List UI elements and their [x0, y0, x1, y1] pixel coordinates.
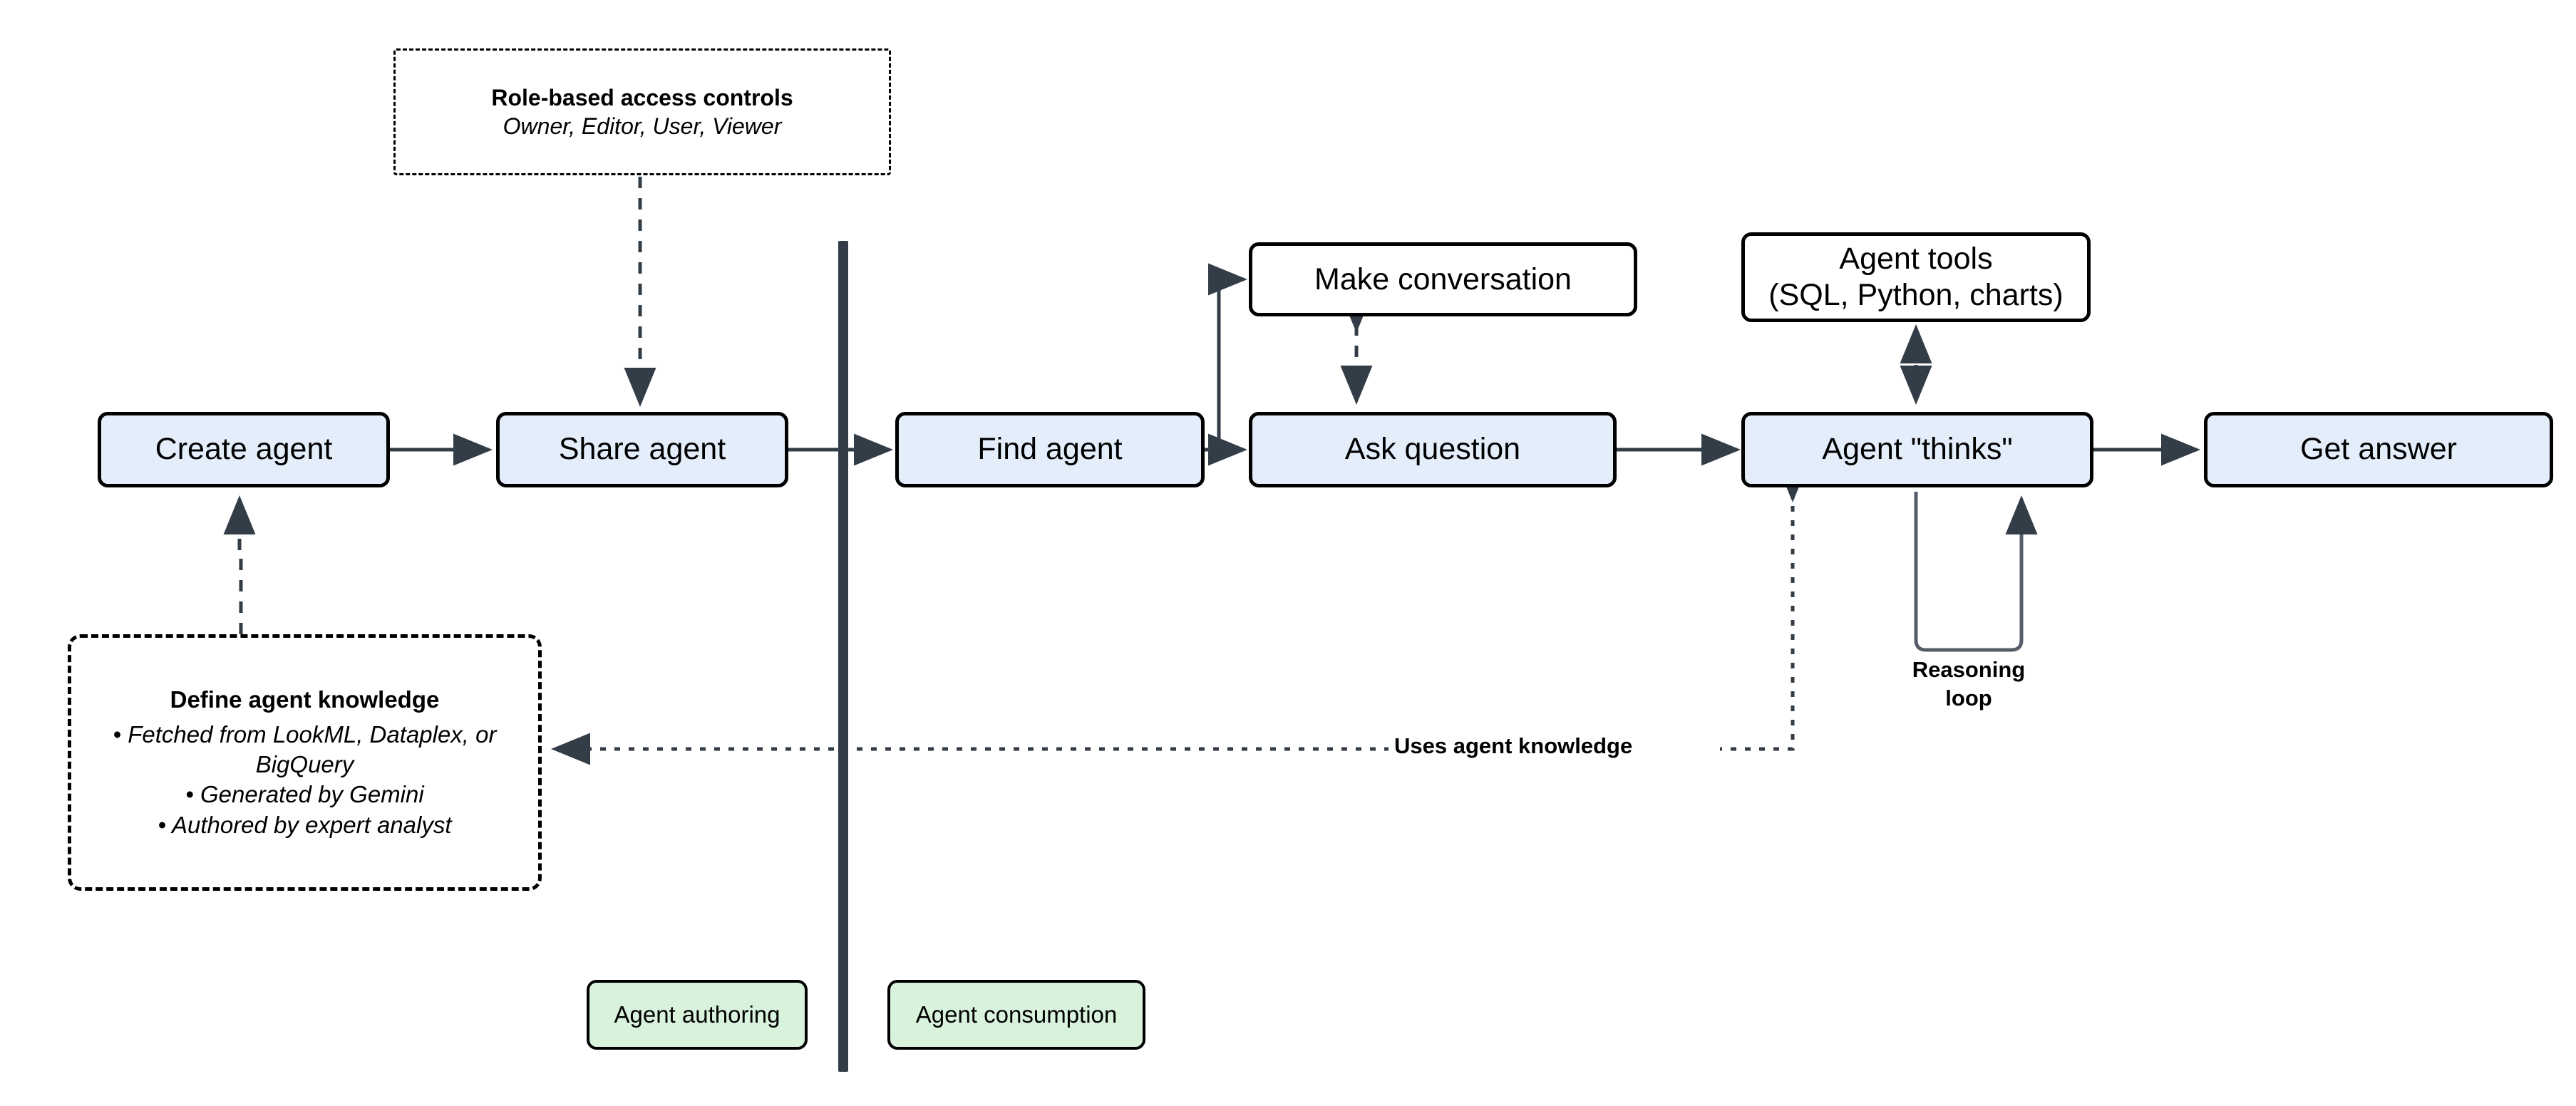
label-reasoning-loop-line1: Reasoning	[1912, 657, 2026, 682]
rbac-title: Role-based access controls	[491, 85, 793, 110]
node-agent-thinks-label: Agent "thinks"	[1822, 432, 2013, 467]
rbac-roles: Owner, Editor, User, Viewer	[503, 113, 782, 139]
label-reasoning-loop-line2: loop	[1945, 686, 1992, 711]
node-find-agent[interactable]: Find agent	[895, 412, 1205, 487]
legend-agent-consumption: Agent consumption	[887, 980, 1145, 1050]
node-agent-thinks[interactable]: Agent "thinks"	[1741, 412, 2093, 487]
knowledge-bullet-1: • Fetched from LookML, Dataplex, or BigQ…	[113, 720, 497, 778]
label-reasoning-loop: Reasoning loop	[1890, 656, 2047, 713]
uses-knowledge-riser	[1720, 456, 1809, 751]
knowledge-bullet-2: • Generated by Gemini	[185, 781, 424, 808]
arrow-find-to-make-conversation	[1208, 263, 1247, 450]
section-divider	[838, 241, 848, 1072]
node-agent-tools-line2: (SQL, Python, charts)	[1768, 278, 2064, 312]
legend-agent-consumption-label: Agent consumption	[915, 1001, 1118, 1028]
node-ask-question[interactable]: Ask question	[1249, 412, 1617, 487]
node-make-conversation[interactable]: Make conversation	[1249, 242, 1637, 316]
note-role-based-access-controls: Role-based access controls Owner, Editor…	[393, 48, 891, 175]
node-create-agent[interactable]: Create agent	[98, 412, 390, 487]
node-get-answer-label: Get answer	[2300, 432, 2457, 467]
node-get-answer[interactable]: Get answer	[2204, 412, 2553, 487]
legend-agent-authoring-label: Agent authoring	[614, 1001, 780, 1028]
node-agent-tools[interactable]: Agent tools (SQL, Python, charts)	[1741, 232, 2091, 322]
legend-agent-authoring: Agent authoring	[587, 980, 808, 1050]
node-ask-question-label: Ask question	[1344, 432, 1521, 467]
node-find-agent-label: Find agent	[977, 432, 1123, 467]
node-create-agent-label: Create agent	[155, 432, 333, 467]
knowledge-title: Define agent knowledge	[170, 686, 440, 713]
note-define-agent-knowledge: Define agent knowledge • Fetched from Lo…	[68, 634, 542, 891]
reasoning-loop-arrow	[1914, 492, 2038, 652]
node-share-agent-label: Share agent	[558, 432, 726, 467]
label-uses-agent-knowledge: Uses agent knowledge	[1389, 733, 1639, 759]
node-make-conversation-label: Make conversation	[1314, 262, 1572, 296]
node-agent-tools-line1: Agent tools	[1839, 242, 1993, 276]
knowledge-bullet-3: • Authored by expert analyst	[158, 811, 452, 838]
node-share-agent[interactable]: Share agent	[496, 412, 788, 487]
arrow-knowledge-to-create-agent	[223, 495, 256, 634]
